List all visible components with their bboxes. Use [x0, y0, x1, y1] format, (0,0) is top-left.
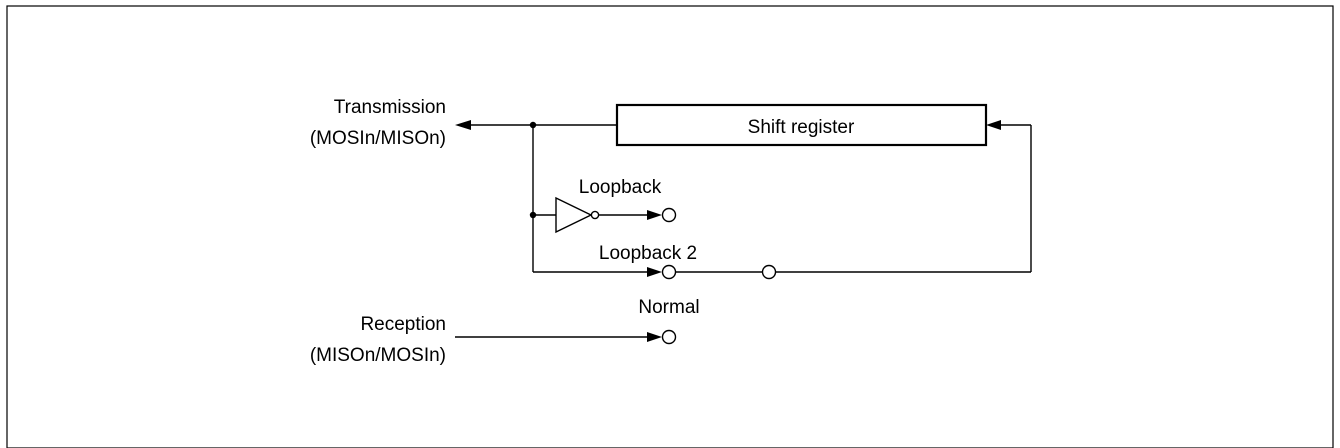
inverter-bubble [590, 210, 600, 220]
shift-register-label: Shift register [748, 117, 855, 138]
normal-label: Normal [638, 297, 699, 318]
reception-pins-label: (MISOn/MOSIn) [310, 345, 446, 366]
reception-label: Reception [360, 314, 446, 335]
loopback2-terminal-left [661, 264, 677, 280]
loopback-terminal [661, 207, 677, 223]
loopback2-arrow [647, 267, 662, 277]
loopback2-terminal-right [761, 264, 777, 280]
shift-register-input-arrow [986, 120, 1001, 130]
normal-terminal [661, 329, 677, 345]
transmission-arrow [455, 120, 471, 130]
transmission-label: Transmission [334, 97, 446, 118]
transmission-pins-label: (MOSIn/MISOn) [310, 128, 446, 149]
inverter-triangle [555, 196, 593, 234]
normal-arrow [647, 332, 662, 342]
figure-frame [6, 5, 1334, 448]
loopback-label: Loopback [579, 177, 662, 198]
loopback-arrow [647, 210, 662, 220]
loopback2-label: Loopback 2 [599, 243, 697, 264]
